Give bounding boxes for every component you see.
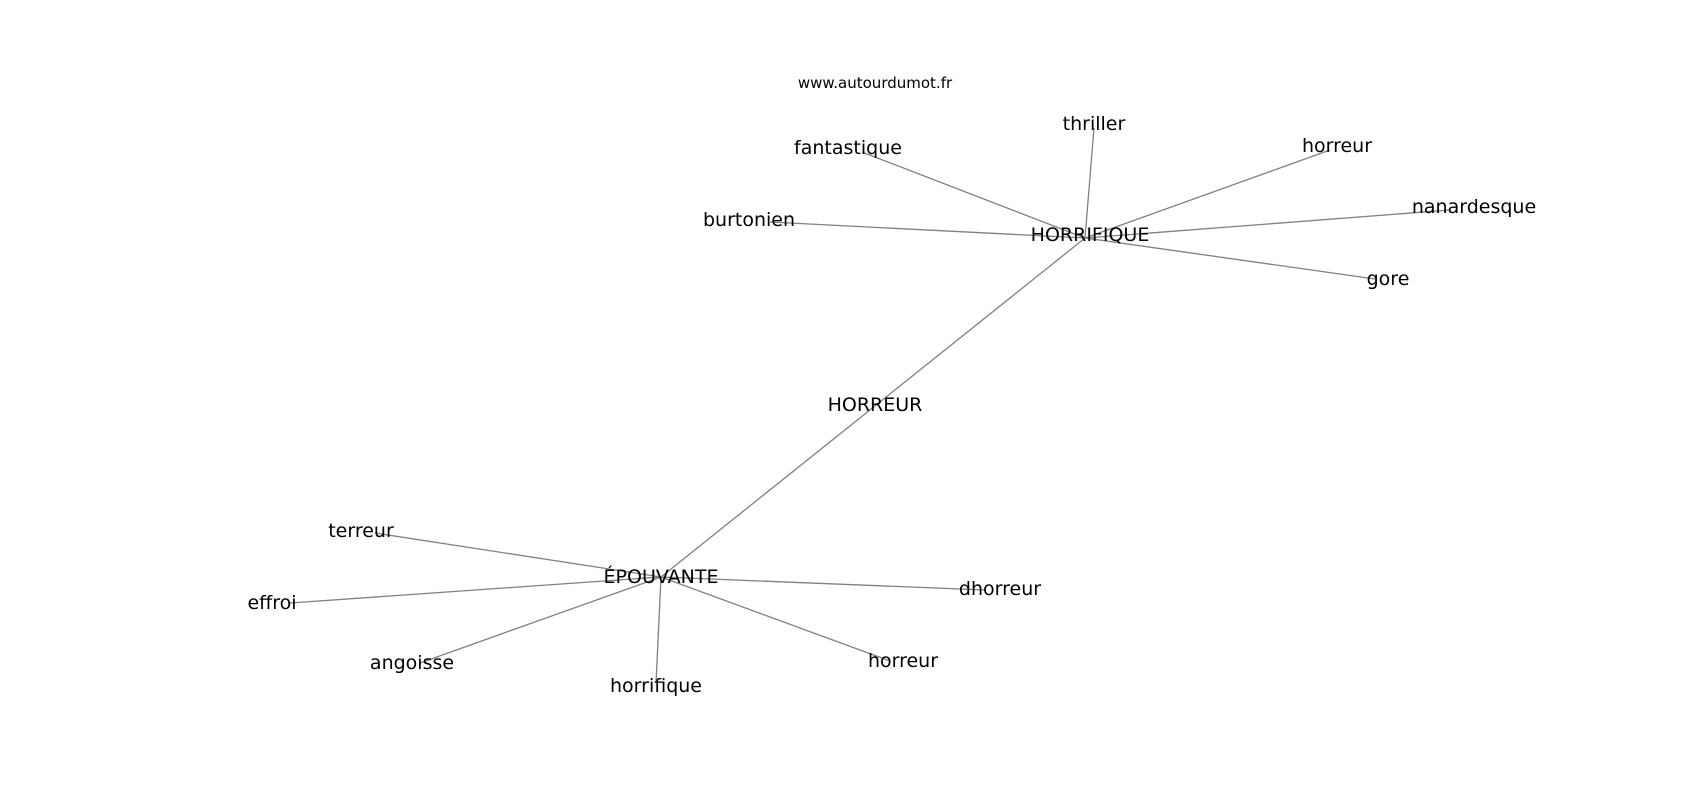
node-angoisse[interactable]: angoisse [370, 652, 454, 674]
node-fantastique[interactable]: fantastique [794, 137, 902, 159]
node-thriller[interactable]: thriller [1063, 113, 1126, 135]
node-burtonien[interactable]: burtonien [703, 209, 795, 231]
node-horrifique-leaf[interactable]: horrifique [610, 675, 702, 697]
node-terreur[interactable]: terreur [328, 520, 394, 542]
edges-layer [289, 127, 1451, 684]
node-nanardesque[interactable]: nanardesque [1412, 196, 1536, 218]
node-horreur-top[interactable]: horreur [1302, 135, 1372, 157]
node-effroi[interactable]: effroi [247, 592, 296, 614]
edge-epouvante_hub-terreur [374, 532, 662, 578]
source-watermark: www.autourdumot.fr [798, 74, 953, 92]
edge-horrifique_hub-gore [1084, 237, 1376, 280]
node-horreur-bottom[interactable]: horreur [868, 650, 938, 672]
edge-epouvante_hub-effroi [289, 576, 662, 604]
node-epouvante-hub[interactable]: ÉPOUVANTE [604, 565, 719, 588]
edge-horrifique_hub-horreur_top [1084, 149, 1331, 239]
node-gore[interactable]: gore [1367, 268, 1410, 290]
node-dhorreur[interactable]: dhorreur [959, 578, 1041, 600]
node-horrifique-hub[interactable]: HORRIFIQUE [1031, 224, 1150, 246]
edge-horrifique_hub-epouvante_hub [660, 237, 1086, 578]
edge-horrifique_hub-nanardesque [1084, 209, 1451, 239]
edge-epouvante_hub-horreur_bottom [660, 576, 891, 662]
node-horreur-center[interactable]: HORREUR [828, 394, 923, 416]
edge-epouvante_hub-horrifique_leaf [655, 576, 662, 684]
edge-horrifique_hub-thriller [1084, 127, 1095, 239]
nodes-layer: HORREUR HORRIFIQUE ÉPOUVANTE fantastique thr… [247, 113, 1536, 697]
edge-epouvante_hub-dhorreur [660, 576, 986, 591]
edge-horrifique_hub-fantastique [861, 151, 1086, 239]
edge-horrifique_hub-burtonien [769, 221, 1086, 239]
edge-epouvante_hub-angoisse [419, 576, 662, 664]
